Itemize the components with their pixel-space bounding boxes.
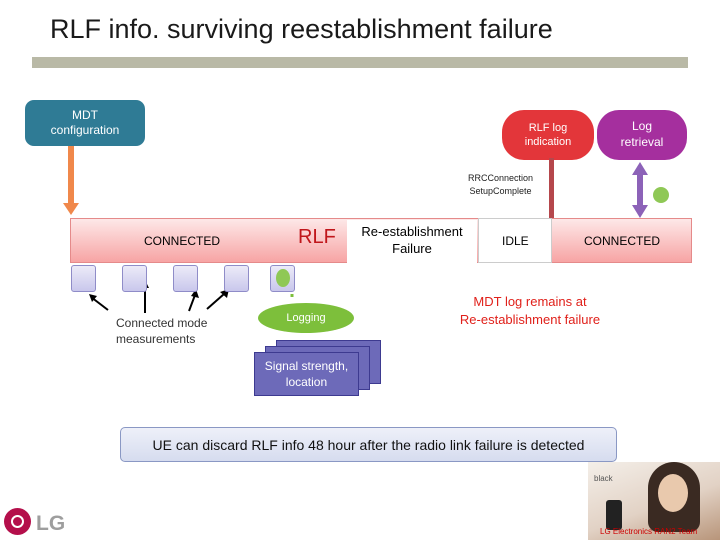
phone-brand-label: black bbox=[594, 474, 613, 483]
reestablishment-line2: Failure bbox=[392, 240, 432, 256]
promo-person-face bbox=[658, 474, 688, 512]
log-retrieval-line1: Log bbox=[631, 119, 653, 134]
measurement-sample bbox=[71, 265, 96, 292]
connected-mode-line2: measurements bbox=[116, 332, 196, 347]
measurement-arrow-4 bbox=[206, 293, 225, 310]
log-retrieval-line2: retrieval bbox=[620, 135, 664, 149]
discard-note: UE can discard RLF info 48 hour after th… bbox=[120, 427, 617, 462]
promo-photo bbox=[588, 462, 720, 540]
measurement-sample bbox=[122, 265, 147, 292]
rlf-log-indication-line2: indication bbox=[524, 136, 572, 148]
state-connected: CONNECTED bbox=[144, 234, 221, 248]
rlf-log-arrow-shaft bbox=[549, 158, 554, 218]
state-reestablishment-failure: Re-establishment Failure bbox=[352, 224, 472, 258]
logging-cloud: Logging bbox=[258, 303, 354, 333]
mdt-log-remains-line2: Re-establishment failure bbox=[459, 311, 601, 327]
rlf-log-indication-box: RLF log indication bbox=[502, 110, 594, 160]
measurement-arrowhead-1 bbox=[89, 294, 97, 302]
mdt-down-arrow-shaft bbox=[68, 146, 74, 204]
footer-team: LG Electronics RAN2 Team bbox=[600, 527, 698, 536]
rrc-setup-complete-label: RRCConnection SetupComplete bbox=[468, 172, 533, 197]
mdt-log-remains-label: MDT log remains at Re-establishment fail… bbox=[430, 293, 630, 328]
signal-strength-line2: location bbox=[285, 375, 328, 389]
log-ball-icon bbox=[653, 187, 669, 203]
state-idle: IDLE bbox=[502, 234, 529, 248]
measurement-sample bbox=[173, 265, 198, 292]
connected-mode-measurements-label: Connected mode measurements bbox=[116, 315, 207, 347]
discard-note-text: UE can discard RLF info 48 hour after th… bbox=[152, 436, 585, 453]
idle-segment bbox=[478, 218, 552, 263]
log-retrieval-arrow-up bbox=[632, 162, 648, 175]
rrc-line2: SetupComplete bbox=[469, 185, 532, 196]
measurement-arrowhead-3 bbox=[191, 289, 199, 298]
log-retrieval-box: Log retrieval bbox=[597, 110, 687, 160]
signal-strength-line1: Signal strength, bbox=[264, 358, 349, 373]
rlf-log-indication-line1: RLF log bbox=[528, 121, 568, 134]
state-connected-again: CONNECTED bbox=[584, 234, 661, 248]
signal-strength-card: Signal strength, location bbox=[254, 352, 359, 396]
lg-logo-icon bbox=[4, 508, 31, 535]
lg-logo-text: LG bbox=[36, 512, 66, 535]
mdt-log-remains-line1: MDT log remains at bbox=[473, 294, 587, 309]
logged-indicator-icon bbox=[276, 269, 290, 287]
mdt-configuration-box: MDT configuration bbox=[25, 100, 145, 146]
log-retrieval-arrow-shaft bbox=[637, 172, 643, 208]
mdt-configuration-line2: configuration bbox=[50, 123, 120, 137]
connected-mode-line1: Connected mode bbox=[116, 316, 208, 330]
reestablishment-line1: Re-establishment bbox=[361, 224, 463, 239]
state-rlf: RLF bbox=[298, 226, 336, 248]
title-underline bbox=[32, 57, 688, 68]
logging-label: Logging bbox=[286, 312, 326, 324]
mdt-down-arrow-head bbox=[63, 203, 79, 215]
promo-phone-icon bbox=[606, 500, 622, 530]
mdt-configuration-line1: MDT bbox=[72, 108, 98, 122]
reestablishment-segment bbox=[347, 220, 477, 263]
measurement-arrow-3 bbox=[188, 294, 196, 312]
page-title: RLF info. surviving reestablishment fail… bbox=[50, 14, 553, 44]
log-retrieval-arrow-down bbox=[632, 205, 648, 218]
measurement-sample bbox=[224, 265, 249, 292]
rrc-line1: RRCConnection bbox=[468, 173, 534, 183]
